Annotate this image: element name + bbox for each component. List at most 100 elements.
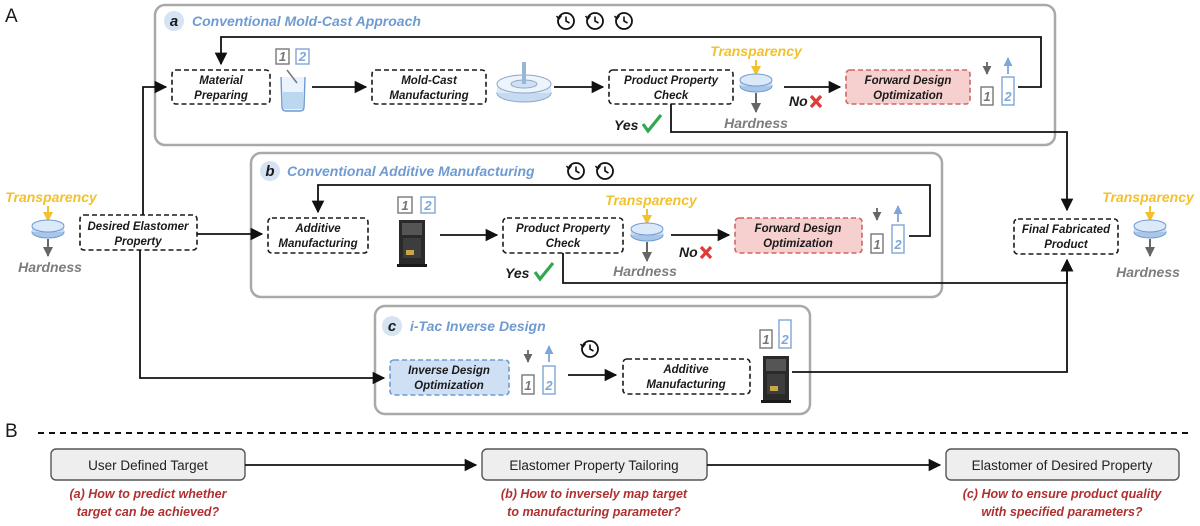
section-a-title: Conventional Mold-Cast Approach <box>192 13 421 29</box>
sample-disc-icon <box>1133 219 1167 239</box>
clock-icon <box>565 162 585 180</box>
final-product-label: Product <box>1044 239 1089 251</box>
product-check-label-b: Product Property <box>516 223 611 235</box>
additive-manufacturing-label-b: Additive <box>294 223 341 235</box>
check-icon <box>641 113 663 134</box>
forward-design-label-a: Optimization <box>873 90 943 102</box>
additive-manufacturing-box-b <box>267 217 369 254</box>
parameter-bars-icon: 1 2 <box>759 319 792 349</box>
parameter-bars-icon: 1 2 <box>521 345 556 395</box>
panel-label-b: B <box>5 421 18 442</box>
mold-cast-box <box>371 69 487 105</box>
hardness-label-right: Hardness <box>1116 264 1180 280</box>
product-check-label-a: Check <box>654 90 689 102</box>
sample-disc-icon <box>630 222 664 242</box>
desired-elastomer-title: Elastomer of Desired Property <box>972 458 1153 473</box>
section-b-letter: b <box>265 163 274 180</box>
parameter-bars-icon: 1 2 <box>275 48 310 65</box>
param-one-label: 1 <box>524 378 531 393</box>
final-product-box <box>1013 218 1119 255</box>
param-one-label: 1 <box>762 332 769 347</box>
desired-property-label: Property <box>114 236 162 248</box>
parameter-bars-icon: 1 2 <box>980 57 1015 106</box>
question-c-line: (c) How to ensure product quality <box>963 487 1163 501</box>
material-preparing-label: Material <box>199 75 243 87</box>
clock-icon <box>555 12 575 30</box>
transparency-label-right: Transparency <box>1102 189 1195 205</box>
additive-manufacturing-label-b: Manufacturing <box>278 238 357 250</box>
panel-label-a: A <box>5 6 18 27</box>
question-c-line: with specified parameters? <box>981 505 1143 519</box>
param-two-label: 2 <box>544 378 553 393</box>
param-two-label: 2 <box>423 198 432 213</box>
yes-label-a: Yes <box>614 117 639 133</box>
final-product-label: Final Fabricated <box>1022 224 1111 236</box>
hardness-label-b: Hardness <box>613 263 677 279</box>
section-a-panel <box>153 3 1057 147</box>
param-one-label: 1 <box>873 237 880 252</box>
clock-icon <box>613 12 633 30</box>
mold-cast-label: Manufacturing <box>389 90 468 102</box>
additive-manufacturing-label-c: Additive <box>662 364 709 376</box>
param-one-label: 1 <box>279 49 286 64</box>
transparency-label-left: Transparency <box>5 189 98 205</box>
question-a-line: (a) How to predict whether <box>70 487 228 501</box>
beaker-icon <box>280 69 306 112</box>
product-check-box-b <box>502 217 624 254</box>
inverse-design-label: Inverse Design <box>408 365 490 377</box>
question-b-line: (b) How to inversely map target <box>501 487 688 501</box>
no-label-b: No <box>679 244 698 260</box>
inverse-design-label: Optimization <box>414 380 484 392</box>
param-two-label: 2 <box>780 332 789 347</box>
forward-design-box-b <box>734 217 863 254</box>
param-one-label: 1 <box>983 89 990 104</box>
param-two-label: 2 <box>893 237 902 252</box>
param-one-label: 1 <box>401 198 408 213</box>
material-preparing-label: Preparing <box>194 90 248 102</box>
yes-label-b: Yes <box>505 265 530 281</box>
transparency-label-a: Transparency <box>710 43 803 59</box>
hardness-label-left: Hardness <box>18 259 82 275</box>
hardness-label-a: Hardness <box>724 115 788 131</box>
additive-manufacturing-label-c: Manufacturing <box>646 379 725 391</box>
section-b-panel <box>249 151 944 299</box>
sample-disc-icon <box>31 219 65 239</box>
section-c-letter: c <box>388 318 397 335</box>
section-c-panel <box>373 304 812 416</box>
section-c-badge <box>382 316 402 336</box>
forward-design-box-a <box>845 69 971 105</box>
additive-manufacturing-box-c <box>622 358 751 395</box>
forward-design-label-a: Forward Design <box>865 75 952 87</box>
mold-icon <box>496 62 552 103</box>
no-label-a: No <box>789 93 808 109</box>
product-check-label-a: Product Property <box>624 75 719 87</box>
desired-elastomer-box <box>945 448 1180 481</box>
desired-property-box <box>79 214 198 251</box>
user-target-title: User Defined Target <box>88 458 208 473</box>
sample-disc-icon <box>739 73 773 93</box>
forward-design-label-b: Optimization <box>763 238 833 250</box>
section-b-badge <box>260 161 280 181</box>
question-b-line: to manufacturing parameter? <box>507 505 681 519</box>
param-two-label: 2 <box>298 49 307 64</box>
clock-icon <box>579 340 599 358</box>
question-a-line: target can be achieved? <box>77 505 220 519</box>
printer-icon <box>761 356 791 403</box>
inverse-design-box <box>389 359 510 396</box>
param-two-label: 2 <box>1003 89 1012 104</box>
material-preparing-box <box>171 69 271 105</box>
product-check-label-b: Check <box>546 238 581 250</box>
printer-icon <box>397 220 427 267</box>
parameter-bars-icon: 1 2 <box>397 196 436 214</box>
desired-property-label: Desired Elastomer <box>88 221 190 233</box>
cross-icon <box>809 94 823 109</box>
property-tailoring-title: Elastomer Property Tailoring <box>509 458 678 473</box>
cross-icon <box>699 245 713 260</box>
section-a-badge <box>164 11 184 31</box>
check-icon <box>533 261 555 282</box>
clock-icon <box>584 12 604 30</box>
mold-cast-label: Mold-Cast <box>401 75 458 87</box>
forward-design-label-b: Forward Design <box>755 223 842 235</box>
section-b-title: Conventional Additive Manufacturing <box>287 163 535 179</box>
